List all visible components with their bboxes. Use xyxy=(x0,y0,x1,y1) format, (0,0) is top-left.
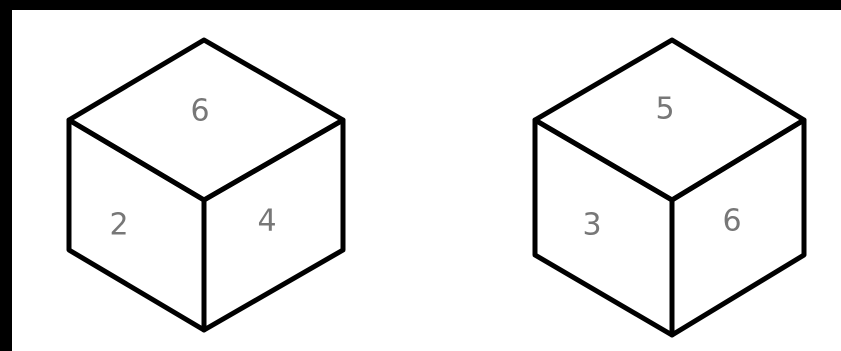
cube-1-right-number: 4 xyxy=(257,204,276,239)
cube-2-left-face xyxy=(535,120,672,335)
cube-1-left-number: 2 xyxy=(109,208,128,243)
cube-2: 5 3 6 xyxy=(535,40,804,335)
dice-figure: 6 2 4 5 3 6 xyxy=(12,10,841,351)
cube-2-top-number: 5 xyxy=(655,92,674,127)
figure-canvas: 6 2 4 5 3 6 xyxy=(12,10,841,351)
cube-1-left-face xyxy=(69,120,204,330)
cube-1-top-number: 6 xyxy=(190,94,209,129)
cube-2-right-number: 6 xyxy=(722,204,741,239)
cube-1: 6 2 4 xyxy=(69,40,343,330)
cube-2-left-number: 3 xyxy=(582,208,601,243)
